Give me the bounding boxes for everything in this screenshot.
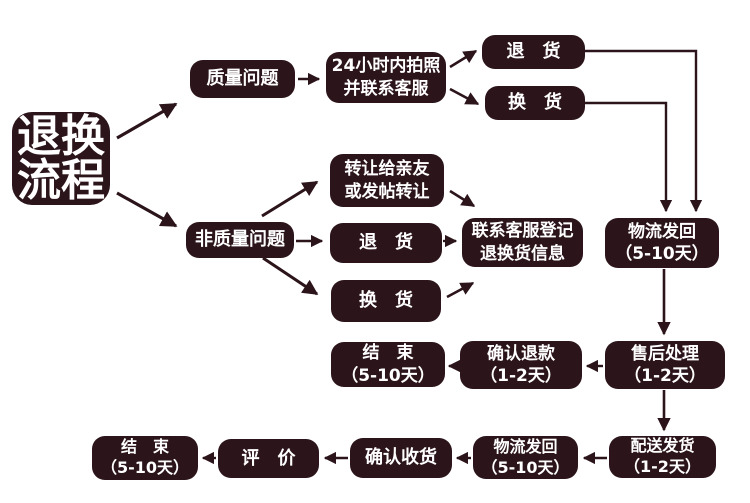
node-logistics-return-right-line1: 物流发回 [628, 221, 696, 242]
node-photo-within-24h-line1: 24小时内拍照 [331, 56, 441, 77]
node-return-goods-top-label: 退 货 [506, 41, 561, 63]
node-contact-service-register: 联系客服登记 退换货信息 [462, 218, 583, 267]
node-quality-problem: 质量问题 [190, 60, 295, 98]
diagram-title-line2: 流程 [17, 154, 105, 206]
arrow-title-to-quality [116, 102, 178, 140]
node-photo-within-24h: 24小时内拍照 并联系客服 [326, 52, 446, 103]
arrow-photo24-to-exchange-top [449, 87, 480, 106]
arrow-photo24-to-return-top [449, 49, 478, 69]
arrow-transfer-to-register [449, 189, 476, 208]
node-non-quality-problem: 非质量问题 [186, 222, 294, 258]
node-return-goods-mid: 退 货 [330, 223, 442, 263]
connector-return-top-to-logistics [585, 49, 703, 213]
node-photo-within-24h-line2: 并联系客服 [343, 78, 429, 99]
node-exchange-goods-top-label: 换 货 [508, 92, 562, 114]
node-transfer-to-friends: 转让给亲友 或发帖转让 [330, 154, 444, 207]
node-aftersales-processing-line1: 售后处理 [631, 343, 699, 364]
arrow-exchange-mid-to-register [446, 281, 475, 299]
node-contact-service-register-line1: 联系客服登记 [471, 221, 574, 242]
diagram-title: 退换 流程 [12, 112, 110, 205]
node-confirm-receipt: 确认收货 [350, 438, 452, 478]
diagram-title-line1: 退换 [17, 111, 105, 163]
node-end-mid-line2: （5-10天） [341, 365, 435, 386]
node-non-quality-problem-label: 非质量问题 [195, 229, 285, 251]
node-contact-service-register-line2: 退换货信息 [480, 243, 565, 264]
node-end-bottom-line1: 结 束 [120, 437, 169, 457]
node-delivery-shipping-line2: （1-2天） [624, 457, 701, 476]
node-logistics-return-right: 物流发回 （5-10天） [605, 218, 719, 268]
node-logistics-return-bottom-line1: 物流发回 [493, 436, 558, 456]
node-delivery-shipping-line1: 配送发货 [630, 436, 695, 456]
node-confirm-refund: 确认退款 （1-2天） [460, 341, 582, 389]
node-logistics-return-right-line2: （5-10天） [615, 244, 709, 264]
node-end-mid-line1: 结 束 [362, 343, 414, 364]
node-aftersales-processing: 售后处理 （1-2天） [605, 341, 725, 389]
arrow-title-to-nonquality [116, 191, 178, 228]
node-confirm-receipt-label: 确认收货 [365, 447, 437, 469]
node-transfer-to-friends-line2: 或发帖转让 [344, 181, 430, 202]
node-return-goods-mid-label: 退 货 [359, 232, 413, 254]
node-end-bottom-line2: （5-10天） [100, 458, 190, 477]
node-evaluate: 评 价 [218, 439, 319, 478]
node-aftersales-processing-line2: （1-2天） [624, 366, 706, 386]
node-confirm-refund-line1: 确认退款 [487, 343, 555, 364]
node-exchange-goods-top: 换 货 [485, 86, 585, 120]
arrow-nonquality-to-exchange-mid [262, 256, 319, 296]
node-evaluate-label: 评 价 [241, 447, 296, 469]
node-delivery-shipping: 配送发货 （1-2天） [609, 436, 716, 478]
node-quality-problem-label: 质量问题 [206, 68, 279, 90]
node-confirm-refund-line2: （1-2天） [480, 366, 562, 386]
node-logistics-return-bottom-line2: （5-10天） [481, 457, 570, 477]
node-transfer-to-friends-line1: 转让给亲友 [344, 159, 430, 180]
node-exchange-goods-mid: 换 货 [331, 280, 441, 322]
node-end-mid: 结 束 （5-10天） [331, 342, 445, 387]
arrow-nonquality-to-transfer [261, 180, 319, 218]
connector-exchange-top-to-logistics [583, 101, 673, 213]
node-logistics-return-bottom: 物流发回 （5-10天） [473, 436, 578, 479]
node-exchange-goods-mid-label: 换 货 [359, 290, 413, 312]
node-return-goods-top: 退 货 [482, 35, 585, 69]
node-end-bottom: 结 束 （5-10天） [92, 436, 198, 480]
